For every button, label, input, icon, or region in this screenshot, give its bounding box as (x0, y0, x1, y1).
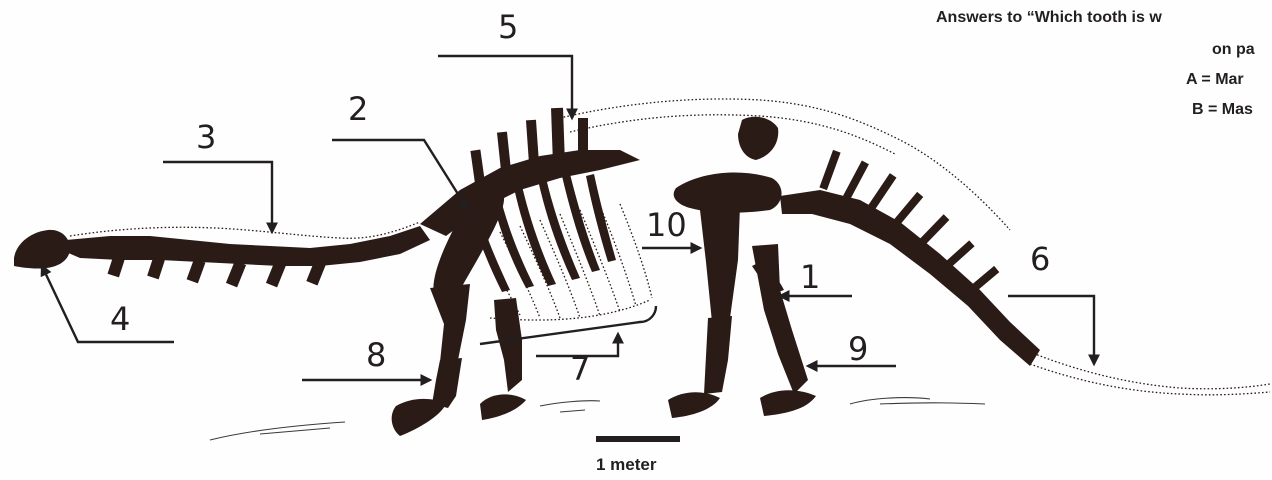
answers-line-3: A = Mar (1186, 71, 1244, 88)
label-6: 6 (1030, 240, 1050, 278)
label-10: 10 (646, 206, 687, 244)
label-4: 4 (110, 300, 130, 338)
label-5: 5 (498, 8, 518, 46)
label-2: 2 (348, 90, 368, 128)
label-8: 8 (366, 336, 386, 374)
label-3: 3 (196, 118, 216, 156)
answers-line-4: B = Mas (1192, 101, 1253, 118)
answers-line-2: on pa (1212, 41, 1255, 58)
label-1: 1 (800, 258, 820, 296)
label-7: 7 (570, 350, 590, 388)
scale-bar-label: 1 meter (596, 455, 657, 474)
label-9: 9 (848, 330, 868, 368)
answers-line-1: Answers to “Which tooth is w (936, 9, 1162, 26)
